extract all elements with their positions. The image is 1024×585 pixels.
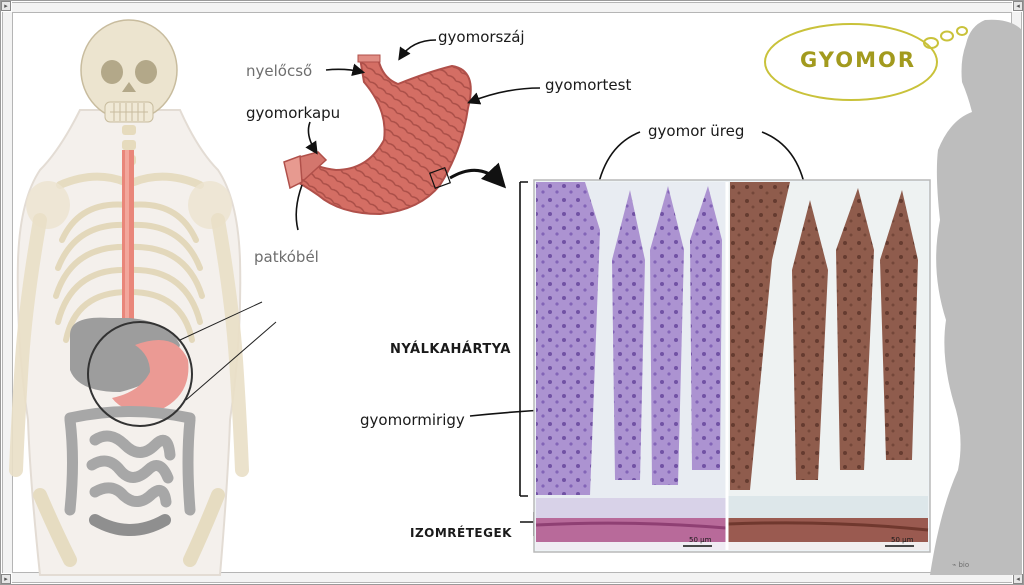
duodenum-label: patkóbél	[254, 248, 319, 266]
leader-lines	[295, 39, 811, 536]
esophagus-label: nyelőcső	[246, 62, 313, 80]
bottom-scrollbar[interactable]	[12, 572, 1012, 583]
body-label: gyomortest	[545, 76, 632, 94]
histology-photo	[533, 179, 931, 553]
pylorus-label: gyomorkapu	[246, 104, 341, 122]
top-scrollbar[interactable]	[12, 2, 1012, 13]
woman-silhouette	[930, 19, 1022, 575]
muscle-label: IZOMRÉTEGEK	[410, 526, 512, 540]
stomach-illustration	[283, 54, 472, 216]
skeleton-figure	[9, 19, 277, 576]
corner-icon[interactable]: ▸	[1, 574, 11, 584]
corner-icon[interactable]: ▸	[1, 1, 11, 11]
scale-bar-label: 50 µm	[689, 536, 712, 544]
title-text: GYOMOR	[800, 48, 917, 72]
gland-label: gyomormirigy	[360, 411, 465, 429]
thought-bubble-icon	[764, 23, 968, 101]
scale-bar-label: 50 µm	[891, 536, 914, 544]
left-scrollbar[interactable]	[2, 12, 13, 573]
mucosa-label: NYÁLKAHÁRTYA	[390, 342, 511, 357]
cardia-label: gyomorszáj	[438, 28, 525, 46]
lumen-label: gyomor üreg	[648, 122, 745, 140]
corner-mark: ⌁ bio	[952, 561, 970, 569]
corner-icon[interactable]: ◂	[1013, 1, 1023, 11]
